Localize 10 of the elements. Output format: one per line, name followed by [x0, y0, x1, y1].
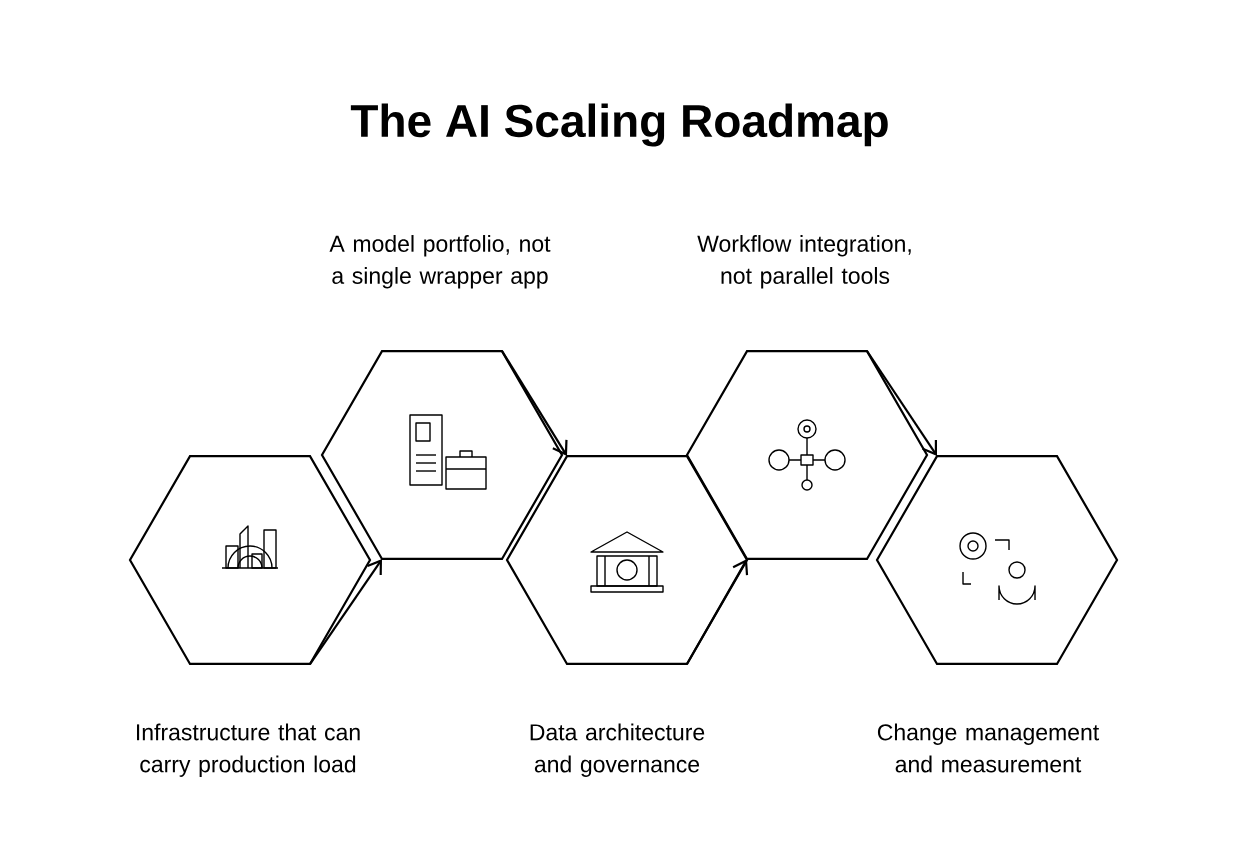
arrow [309, 559, 382, 665]
arrow [501, 350, 568, 456]
title: The AI Scaling Roadmap [350, 103, 888, 147]
step-label: Data architecture and governance [530, 723, 705, 777]
step-label: A model portfolio, not a single wrapper app [329, 235, 551, 289]
arrow [866, 350, 937, 456]
step-label: Workflow integration, not parallel tools [697, 235, 911, 289]
step-label: Change management and measurement [877, 723, 1100, 773]
arrow [686, 559, 749, 665]
step-label: Infrastructure that can carry production load [137, 723, 360, 777]
